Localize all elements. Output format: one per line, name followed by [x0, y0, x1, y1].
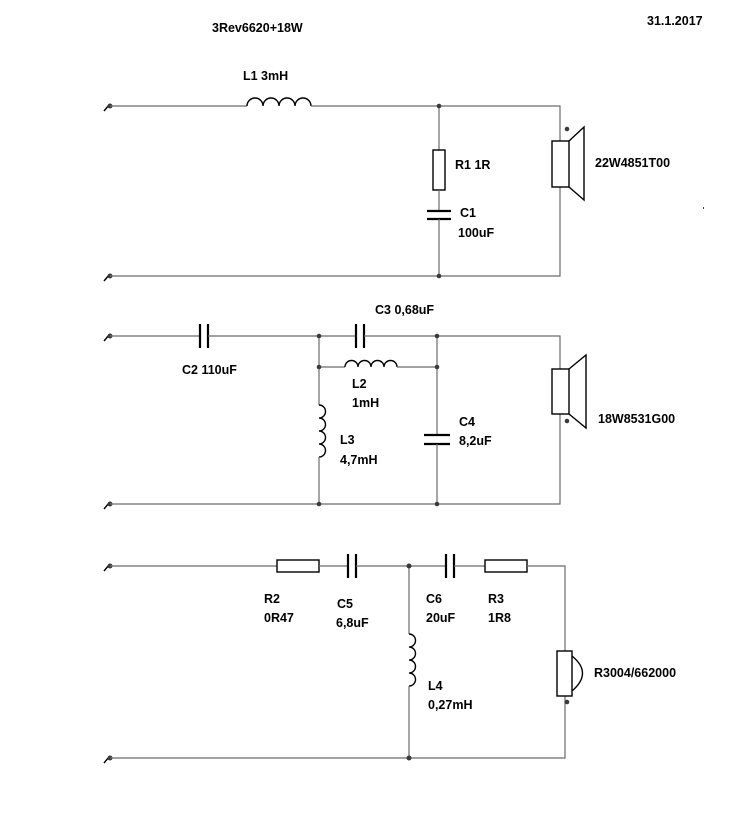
woofer-input-plus-terminal — [103, 103, 113, 112]
wire — [527, 565, 566, 651]
junction-dot — [436, 103, 442, 109]
junction-dot — [406, 563, 412, 569]
schematic-title: 3Rev6620+18W — [212, 21, 303, 35]
capacitor-c2 — [198, 324, 210, 348]
schematic-date: 31.1.2017 — [647, 14, 703, 28]
wire — [318, 336, 345, 368]
label-midrange: 18W8531G00 — [598, 412, 675, 426]
inductor-l1 — [246, 97, 312, 107]
junction-dot — [434, 501, 440, 507]
label-c4-name: C4 — [459, 415, 475, 429]
junction-dot — [406, 755, 412, 761]
resistor-r2 — [276, 559, 320, 573]
junction-dot — [316, 364, 322, 370]
label-r2-name: R2 — [264, 592, 280, 606]
midrange-input-plus-terminal — [103, 333, 113, 342]
woofer-input-minus-terminal — [103, 273, 113, 282]
label-c5-name: C5 — [337, 597, 353, 611]
label-c5-value: 6,8uF — [336, 616, 369, 630]
resistor-r3 — [484, 559, 528, 573]
tweeter-section: R2 0R47 C5 6,8uF C6 20uF R3 1R8 L4 0,27m… — [103, 554, 676, 764]
label-l4-value: 0,27mH — [428, 698, 472, 712]
label-l2-value: 1mH — [352, 396, 379, 410]
junction-dot — [434, 364, 440, 370]
label-r3-name: R3 — [488, 592, 504, 606]
label-c2: C2 110uF — [182, 363, 237, 377]
label-c3: C3 0,68uF — [375, 303, 434, 317]
tweeter-input-minus-terminal — [103, 755, 113, 764]
label-c6-name: C6 — [426, 592, 442, 606]
wire — [110, 187, 561, 277]
wire — [437, 335, 561, 369]
tweeter-speaker-icon — [556, 650, 584, 705]
label-tweeter: R3004/662000 — [594, 666, 676, 680]
wire — [110, 696, 566, 759]
junction-dot — [316, 333, 322, 339]
midrange-section: C2 110uF C3 0,68uF L2 1mH L3 4,7mH C4 8,… — [103, 303, 675, 510]
wire — [311, 105, 561, 141]
inductor-l3 — [318, 404, 327, 458]
inductor-l2 — [344, 359, 398, 368]
label-r3-value: 1R8 — [488, 611, 511, 625]
label-l3-name: L3 — [340, 433, 355, 447]
junction-dot — [316, 501, 322, 507]
label-l2-name: L2 — [352, 377, 367, 391]
capacitor-c4 — [424, 433, 450, 446]
capacitor-c5 — [346, 554, 358, 578]
capacitor-c6 — [444, 554, 456, 578]
capacitor-c1 — [427, 209, 451, 221]
label-woofer: 22W4851T00 — [595, 156, 670, 170]
capacitor-c3 — [354, 324, 366, 348]
junction-dot — [434, 333, 440, 339]
label-l1: L1 3mH — [243, 69, 288, 83]
label-r2-value: 0R47 — [264, 611, 294, 625]
label-c4-value: 8,2uF — [459, 434, 492, 448]
label-r1: R1 1R — [455, 158, 490, 172]
label-c1-value: 100uF — [458, 226, 494, 240]
label-l3-value: 4,7mH — [340, 453, 378, 467]
midrange-input-minus-terminal — [103, 501, 113, 510]
junction-dot — [436, 273, 442, 279]
midrange-speaker-icon — [551, 353, 587, 430]
tweeter-input-plus-terminal — [103, 563, 113, 572]
resistor-r1 — [432, 149, 446, 191]
label-c1-name: C1 — [460, 206, 476, 220]
label-l4-name: L4 — [428, 679, 443, 693]
woofer-section: L1 3mH R1 1R C1 100uF 22W4851T00 — [103, 69, 670, 282]
label-c6-value: 20uF — [426, 611, 456, 625]
inductor-l4 — [408, 633, 417, 687]
woofer-speaker-icon — [551, 125, 585, 202]
wire — [110, 414, 561, 505]
